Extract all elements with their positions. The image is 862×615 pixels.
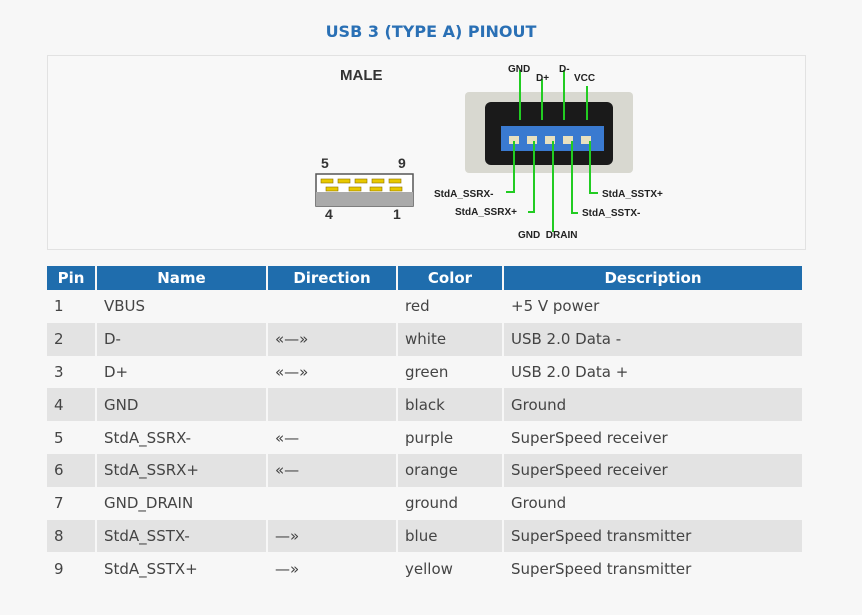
cell-direction: «— [268,453,396,487]
cell-color: yellow [405,559,453,578]
header-pin: Pin [47,266,95,290]
cell-name: D+ [104,362,129,381]
receptacle-icon [465,92,633,173]
cell-pin: 6 [47,453,95,487]
pin-label-vcc: VCC [574,73,595,84]
cell-description: SuperSpeed receiver [511,428,668,447]
pinout-table: Pin Name Direction Color Description 1 VB… [45,266,804,585]
header-description: Description [504,266,802,290]
cell-direction: «—» [275,362,309,381]
plug-number-4: 4 [325,206,333,222]
cell-name: VBUS [104,297,146,316]
cell-direction: —» [268,519,396,553]
pin-label-dminus: D- [559,64,570,75]
table-row: 5 StdA_SSRX- «— purple SuperSpeed receiver [47,421,802,454]
cell-name: StdA_SSTX+ [104,559,198,578]
cell-pin: 9 [54,559,64,578]
plug-number-5: 5 [321,155,329,171]
cell-pin: 3 [54,362,64,381]
pinout-diagram: MALE 5 9 4 1 [47,55,806,250]
cell-direction: «— [275,428,300,447]
pin-label-ssrx-minus: StdA_SSRX- [434,189,493,200]
cell-pin: 5 [54,428,64,447]
cell-description: SuperSpeed transmitter [504,519,802,553]
cell-direction [268,290,396,323]
page-title: USB 3 (TYPE A) PINOUT [325,22,537,41]
cell-color: orange [398,453,502,487]
cell-pin: 4 [47,388,95,422]
header-name: Name [97,266,266,290]
cell-color: ground [405,494,459,513]
cell-name: GND [97,388,266,422]
plug-number-1: 1 [393,206,401,222]
cell-direction [268,388,396,422]
pin-label-gnd-drain: GND DRAIN [518,230,577,241]
cell-description: USB 2.0 Data + [511,362,629,381]
pin-label-sstx-plus: StdA_SSTX+ [602,189,663,200]
cell-description: SuperSpeed transmitter [511,559,692,578]
pin-label-ssrx-plus: StdA_SSRX+ [455,207,517,218]
table-row: 1 VBUS red +5 V power [47,290,802,323]
cell-name: StdA_SSTX- [97,519,266,553]
cell-direction: —» [275,559,300,578]
cell-name: StdA_SSRX+ [97,453,266,487]
pin-label-sstx-minus: StdA_SSTX- [582,208,640,219]
cell-color: white [398,322,502,356]
pin-label-gnd: GND [508,64,530,75]
cell-color: green [405,362,449,381]
cell-name: D- [97,322,266,356]
pin-label-dplus: D+ [536,73,549,84]
header-color: Color [398,266,502,290]
plug-number-9: 9 [398,155,406,171]
usb-connector-illustration: MALE 5 9 4 1 [315,64,663,241]
cell-name: GND_DRAIN [104,494,194,513]
cell-description: SuperSpeed receiver [504,453,802,487]
cell-pin: 8 [47,519,95,553]
cell-description: Ground [511,494,567,513]
cell-direction [268,487,396,520]
pin-leader-lines [506,70,598,232]
plug-icon [315,173,414,207]
cell-description: USB 2.0 Data - [504,322,802,356]
cell-name: StdA_SSRX- [104,428,192,447]
cell-color: blue [398,519,502,553]
header-direction: Direction [268,266,396,290]
cell-pin: 1 [54,297,64,316]
cell-description: Ground [504,388,802,422]
male-label: MALE [340,67,383,84]
cell-direction: «—» [268,322,396,356]
table-row: 3 D+ «—» green USB 2.0 Data + [47,356,802,389]
cell-color: purple [405,428,454,447]
table-header-row: Pin Name Direction Color Description [47,266,802,290]
table-row: 7 GND_DRAIN ground Ground [47,487,802,520]
cell-color: red [405,297,430,316]
cell-color: black [398,388,502,422]
cell-description: +5 V power [511,297,600,316]
cell-pin: 2 [47,322,95,356]
cell-pin: 7 [54,494,64,513]
table-row: 9 StdA_SSTX+ —» yellow SuperSpeed transmitte… [47,552,802,585]
